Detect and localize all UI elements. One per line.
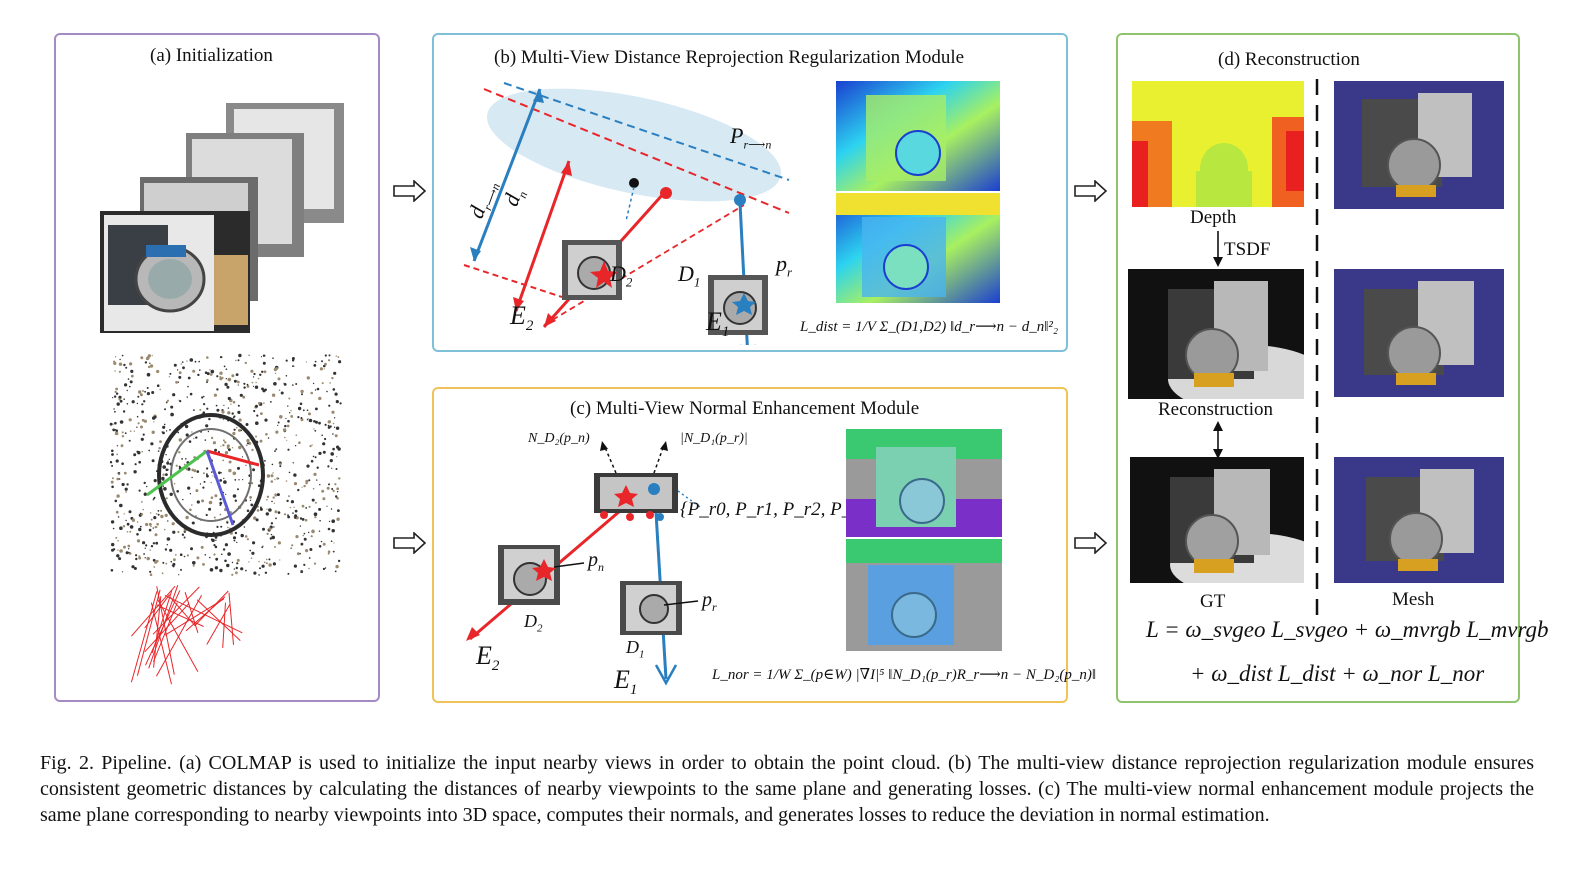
label-E2-b: E2	[510, 301, 534, 335]
arrow-a-to-c	[393, 532, 427, 554]
label-D2-b: D2	[610, 261, 633, 290]
label-pr-b: pr	[776, 251, 793, 280]
panel-normal-enhancement: (c) Multi-View Normal Enhancement Module…	[432, 387, 1096, 703]
label-P-rn: Pr⟶n	[730, 123, 772, 152]
panel-d-title: (d) Reconstruction	[1218, 49, 1360, 70]
panel-reconstruction: (d) Reconstruction Depth TSDF Reconstruc…	[1116, 33, 1549, 703]
panel-distance-reprojection: (b) Multi-View Distance Reprojection Reg…	[432, 33, 1068, 352]
label-depth: Depth	[1190, 207, 1237, 228]
point-cloud	[109, 353, 342, 685]
depth-map	[1132, 81, 1304, 207]
panel-a-title: (a) Initialization	[150, 45, 273, 66]
normal-diagram	[466, 441, 701, 686]
label-D2-c: D2	[524, 611, 543, 635]
arrow-c-to-d	[1074, 532, 1108, 554]
label-P-set: {P_r0, P_r1, P_r2, P_r3}	[680, 499, 876, 520]
label-gt: GT	[1200, 591, 1226, 612]
panel-c-title: (c) Multi-View Normal Enhancement Module	[570, 398, 920, 419]
arrow-depth-to-tsdf	[1213, 231, 1223, 267]
label-reconstruction: Reconstruction	[1158, 399, 1274, 420]
distance-error-maps	[836, 81, 1000, 303]
label-D1-c: D1	[626, 637, 645, 661]
gt-render	[1130, 457, 1304, 583]
total-loss-line2: + ω_dist L_dist + ω_nor L_nor	[1190, 661, 1485, 686]
mesh-render-2	[1334, 269, 1504, 397]
reconstruction-render	[1128, 269, 1304, 399]
label-E2-c: E2	[476, 641, 500, 675]
panel-initialization: (a) Initialization	[54, 33, 380, 702]
label-E1-b: E1	[706, 307, 730, 341]
loss-dist: L_dist = 1/V Σ_(D1,D2) ‖d_r⟶n − d_n‖²₂	[800, 319, 1059, 335]
label-mesh: Mesh	[1392, 589, 1435, 610]
label-tsdf: TSDF	[1224, 239, 1271, 260]
divider	[1315, 79, 1319, 615]
arrow-b-to-d	[1074, 180, 1108, 202]
arrow-recon-gt	[1213, 421, 1223, 459]
distance-diagram	[463, 82, 790, 345]
label-D1-b: D1	[678, 261, 701, 290]
loss-nor: L_nor = 1/W Σ_(p∈W) |∇I|⁵ ‖N_D₁(p_r)R_r⟶…	[712, 667, 1097, 683]
label-N-D2: N_D₂(p_n)	[528, 431, 590, 446]
label-pn-c: pn	[588, 549, 604, 574]
panel-b-title: (b) Multi-View Distance Reprojection Reg…	[494, 47, 965, 68]
label-pr-c: pr	[702, 589, 717, 614]
normal-maps	[846, 429, 1002, 651]
figure-caption: Fig. 2. Pipeline. (a) COLMAP is used to …	[40, 752, 1534, 826]
label-N-D1: |N_D₁(p_r)|	[680, 431, 748, 446]
arrow-a-to-b	[393, 180, 427, 202]
mesh-render-3	[1334, 457, 1504, 583]
mesh-render-1	[1334, 81, 1504, 209]
total-loss-line1: L = ω_svgeo L_svgeo + ω_mvrgb L_mvrgb	[1146, 617, 1549, 642]
label-E1-c: E1	[614, 665, 638, 699]
input-views-stack	[100, 103, 344, 333]
